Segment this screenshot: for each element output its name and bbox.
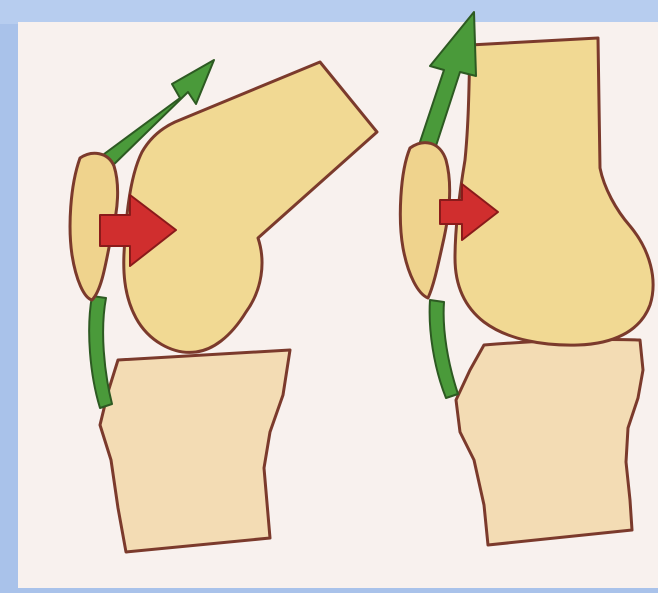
tibia-right <box>456 339 643 545</box>
slide-frame-top <box>0 0 658 24</box>
tibia-left <box>100 350 290 552</box>
